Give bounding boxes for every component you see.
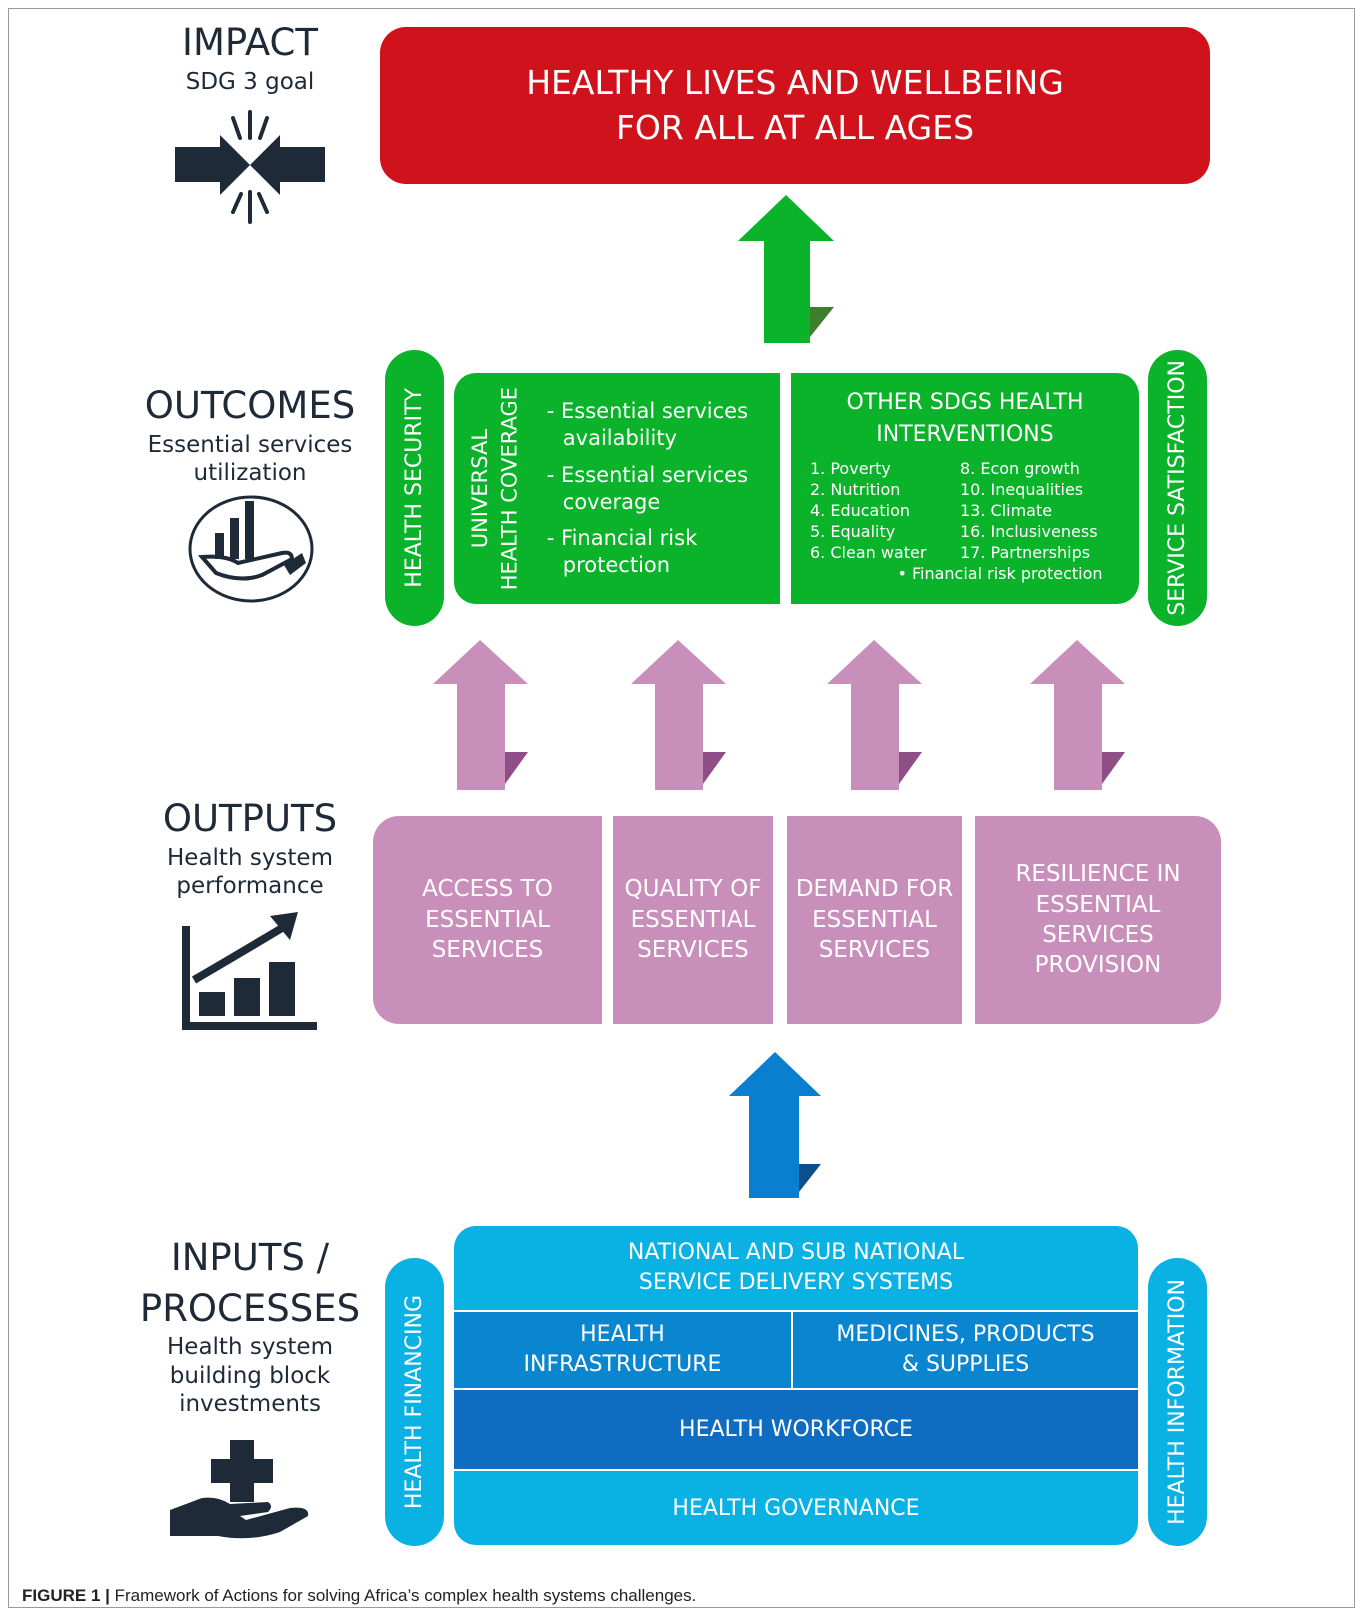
resilience-line: ESSENTIAL <box>1035 891 1161 918</box>
quality-box: QUALITY OF ESSENTIAL SERVICES <box>613 816 773 1024</box>
demand-line: SERVICES <box>818 937 931 964</box>
uhc-item-1: - Essential services <box>546 398 749 423</box>
sdg-item: 2. Nutrition <box>810 479 901 499</box>
caption-text: Framework of Actions for solving Africa’… <box>109 1586 697 1605</box>
up-arrow-pink <box>433 640 528 790</box>
inputs-subtitle-2: building block <box>169 1362 331 1389</box>
uhc-title-2: HEALTH COVERAGE <box>497 386 522 591</box>
up-arrow-pink <box>631 640 726 790</box>
up-arrow-pink <box>1030 640 1125 790</box>
impact-title: IMPACT <box>182 21 318 64</box>
impact-line-1: HEALTHY LIVES AND WELLBEING <box>526 62 1064 102</box>
quality-line: ESSENTIAL <box>630 906 756 933</box>
resilience-line: RESILIENCE IN <box>1015 861 1181 888</box>
other-sdgs-title-2: INTERVENTIONS <box>876 421 1054 447</box>
medicines-line-2: & SUPPLIES <box>901 1352 1030 1377</box>
sdg-item: 1. Poverty <box>810 458 891 478</box>
other-sdgs-title-1: OTHER SDGS HEALTH <box>846 390 1084 415</box>
outcomes-label: OUTCOMES Essential services utilization <box>130 384 370 486</box>
sdg-item: 13. Climate <box>960 500 1053 520</box>
access-line: SERVICES <box>431 937 544 964</box>
outcomes-subtitle-1: Essential services <box>147 431 353 458</box>
medicines-box: MEDICINES, PRODUCTS & SUPPLIES <box>793 1312 1138 1388</box>
access-box: ACCESS TO ESSENTIAL SERVICES <box>373 816 602 1024</box>
impact-line-2: FOR ALL AT ALL AGES <box>615 107 975 147</box>
infrastructure-line-1: HEALTH <box>580 1322 665 1348</box>
demand-line: ESSENTIAL <box>812 906 937 933</box>
figure-caption: FIGURE 1 | Framework of Actions for solv… <box>22 1586 696 1606</box>
figure-frame <box>8 8 1355 1608</box>
uhc-box: UNIVERSAL HEALTH COVERAGE - Essential se… <box>454 373 780 604</box>
growth-chart-icon <box>182 912 317 1030</box>
outputs-title: OUTPUTS <box>162 797 338 840</box>
service-satisfaction-text: SERVICE SATISFACTION <box>1165 360 1190 616</box>
health-security-box: HEALTH SECURITY <box>385 350 444 626</box>
uhc-title-1: UNIVERSAL <box>468 428 492 549</box>
inputs-subtitle-1: Health system <box>167 1334 333 1361</box>
inputs-title-1: INPUTS / <box>170 1236 330 1279</box>
access-line: ACCESS TO <box>422 876 553 903</box>
outcomes-title: OUTCOMES <box>144 384 356 427</box>
impact-label: IMPACT SDG 3 goal <box>140 21 360 95</box>
workforce-box: HEALTH WORKFORCE <box>454 1390 1138 1469</box>
sdg-item: 5. Equality <box>810 521 896 541</box>
uhc-title: UNIVERSAL HEALTH COVERAGE <box>466 387 525 590</box>
health-information-box: HEALTH INFORMATION <box>1148 1258 1207 1546</box>
outputs-label: OUTPUTS Health system performance <box>140 797 360 899</box>
quality-line: SERVICES <box>637 937 749 964</box>
uhc-item-2: - Essential services <box>546 462 749 487</box>
sdg-item: 4. Education <box>810 500 911 520</box>
resilience-line: PROVISION <box>1034 952 1162 979</box>
health-financing-text: HEALTH FINANCING <box>402 1294 427 1510</box>
workforce-text: HEALTH WORKFORCE <box>679 1417 913 1442</box>
sdg-extra: • Financial risk protection <box>897 563 1103 583</box>
outputs-subtitle-1: Health system <box>167 844 333 871</box>
health-information-text: HEALTH INFORMATION <box>1165 1279 1190 1525</box>
health-security-text: HEALTH SECURITY <box>402 388 427 588</box>
governance-box: HEALTH GOVERNANCE <box>454 1471 1138 1545</box>
other-sdgs-title: OTHER SDGS HEALTH INTERVENTIONS <box>846 387 1083 451</box>
sdg-item: 10. Inequalities <box>960 479 1084 499</box>
infrastructure-line-2: INFRASTRUCTURE <box>523 1352 722 1377</box>
outcomes-subtitle-2: utilization <box>193 459 307 486</box>
national-systems-box: NATIONAL AND SUB NATIONAL SERVICE DELIVE… <box>454 1226 1138 1310</box>
sdg-item: 8. Econ growth <box>960 458 1080 478</box>
hand-bar-chart-icon <box>188 495 314 603</box>
sdg-list: 1. Poverty 8. Econ growth 2. Nutrition 1… <box>810 459 1120 562</box>
up-arrow-green <box>738 195 834 343</box>
inputs-label: INPUTS / PROCESSES Health system buildin… <box>130 1236 370 1417</box>
quality-line: QUALITY OF <box>624 876 762 903</box>
uhc-item-3: - Financial risk <box>546 526 698 551</box>
medicines-line-1: MEDICINES, PRODUCTS <box>836 1322 1095 1348</box>
uhc-item-1b: availability <box>562 425 677 450</box>
demand-line: DEMAND FOR <box>795 876 954 903</box>
outputs-subtitle-2: performance <box>176 872 324 899</box>
sdg-item: 17. Partnerships <box>960 542 1091 562</box>
sdg-item: 16. Inclusiveness <box>960 521 1098 541</box>
caption-label: FIGURE 1 | <box>22 1586 110 1605</box>
resilience-line: SERVICES <box>1042 922 1154 948</box>
uhc-item-2b: coverage <box>562 489 661 514</box>
impact-box: HEALTHY LIVES AND WELLBEING FOR ALL AT A… <box>380 27 1210 184</box>
national-line-2: SERVICE DELIVERY SYSTEMS <box>638 1270 954 1295</box>
demand-box: DEMAND FOR ESSENTIAL SERVICES <box>787 816 962 1024</box>
national-line-1: NATIONAL AND SUB NATIONAL <box>627 1240 965 1266</box>
up-arrow-blue <box>729 1052 821 1198</box>
infrastructure-box: HEALTH INFRASTRUCTURE <box>454 1312 791 1388</box>
health-financing-box: HEALTH FINANCING <box>385 1258 444 1546</box>
sdg-item: 6. Clean water <box>810 542 927 562</box>
impact-subtitle: SDG 3 goal <box>185 68 315 95</box>
inputs-subtitle-3: investments <box>179 1390 321 1417</box>
up-arrow-pink <box>827 640 922 790</box>
impact-burst-icon <box>175 110 325 224</box>
resilience-box: RESILIENCE IN ESSENTIAL SERVICES PROVISI… <box>975 816 1221 1024</box>
uhc-list: - Essential services availability - Esse… <box>547 398 748 579</box>
service-satisfaction-box: SERVICE SATISFACTION <box>1148 350 1207 626</box>
inputs-title-2: PROCESSES <box>139 1286 361 1330</box>
other-sdgs-box: OTHER SDGS HEALTH INTERVENTIONS 1. Pover… <box>791 373 1139 604</box>
governance-text: HEALTH GOVERNANCE <box>672 1495 920 1521</box>
hand-cross-icon <box>170 1440 309 1539</box>
access-line: ESSENTIAL <box>425 906 550 933</box>
uhc-item-3b: protection <box>562 553 671 578</box>
